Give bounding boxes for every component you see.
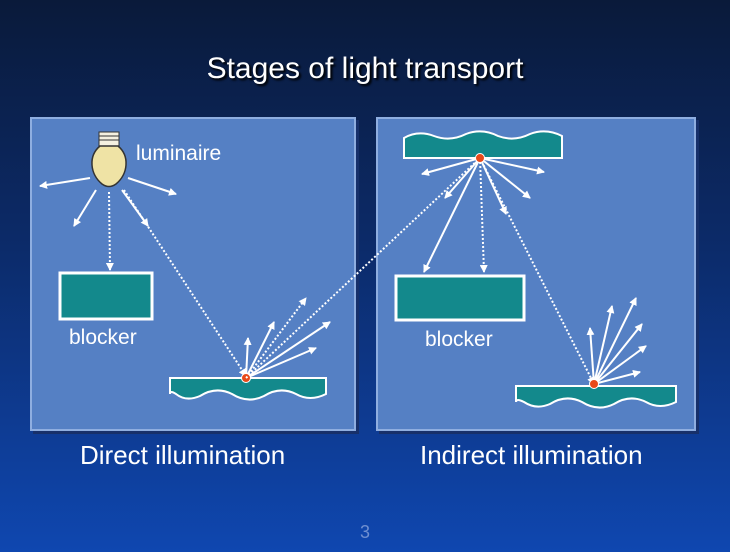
lightbulb-icon <box>91 131 127 188</box>
page-number: 3 <box>359 522 370 542</box>
ceiling-reflection-fan <box>421 157 545 273</box>
right-reflection-fan <box>586 297 647 385</box>
right-blocker <box>394 274 526 322</box>
left-blocker-label: blocker <box>69 326 137 349</box>
left-blocker <box>58 271 154 321</box>
right-hit-point <box>589 379 599 389</box>
luminaire-emission-rays <box>39 177 177 271</box>
slide-title: Stages of light transport <box>206 52 524 85</box>
right-ceiling-surface <box>403 130 563 159</box>
left-reflection-fan <box>243 297 331 379</box>
right-receiving-surface <box>515 385 677 409</box>
indirect-illumination-caption: Indirect illumination <box>420 440 643 470</box>
right-blocker-label: blocker <box>425 328 493 351</box>
indirect-light-ray <box>479 157 595 385</box>
direct-light-ray <box>123 189 247 377</box>
ceiling-hit-point <box>475 153 485 163</box>
direct-illumination-caption: Direct illumination <box>80 440 286 470</box>
indirect-bounce-ray <box>245 157 481 379</box>
luminaire-label: luminaire <box>136 142 222 165</box>
left-receiving-surface <box>169 377 327 401</box>
